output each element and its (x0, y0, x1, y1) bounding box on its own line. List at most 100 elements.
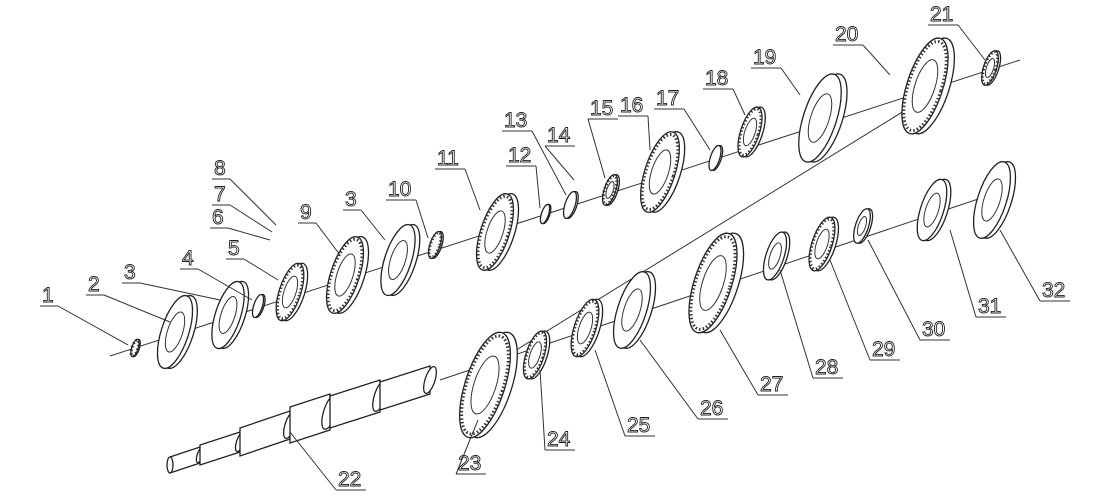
part-number-label: 4 (182, 247, 194, 270)
callout-16: 15 (587, 97, 618, 179)
callout-32: 31 (949, 229, 1006, 318)
part-number-label: 21 (930, 3, 953, 26)
gear-part (808, 216, 840, 272)
leader-line (227, 227, 271, 241)
ring-part (156, 294, 198, 370)
callout-14: 13 (502, 109, 567, 196)
gear-part (275, 262, 309, 322)
leader-line (360, 209, 386, 241)
callout-31: 30 (867, 239, 950, 341)
callout-22: 21 (928, 3, 986, 61)
callout-3: 3 (122, 261, 221, 301)
part-number-label: 29 (872, 338, 895, 361)
part-number-label: 2 (88, 273, 100, 296)
leader-line (103, 294, 171, 323)
leader-line (315, 222, 341, 256)
part-number-label: 30 (922, 318, 945, 341)
part-number-label: 26 (700, 397, 723, 420)
callout-4: 4 (180, 247, 253, 301)
ring-part (916, 178, 952, 242)
gear-part (639, 131, 686, 213)
leader-line (587, 118, 606, 179)
callout-10: 3 (343, 188, 386, 241)
leader-line (229, 178, 277, 226)
gear-part (427, 230, 444, 260)
leader-line (829, 259, 871, 361)
callout-25: 24 (539, 369, 575, 451)
part-number-label: 13 (504, 109, 527, 132)
callout-2: 2 (86, 273, 171, 323)
leader-line (535, 165, 541, 209)
callout-7: 7 (212, 183, 273, 233)
gear-part (570, 298, 604, 358)
callout-28: 27 (719, 329, 788, 396)
leader-line (999, 229, 1041, 302)
callout-12: 11 (435, 147, 481, 211)
leader-line (732, 88, 746, 116)
ring-part (612, 271, 657, 349)
leader-line (243, 258, 279, 281)
leader-line (229, 204, 273, 233)
leader-line (139, 282, 221, 301)
part-number-label: 23 (458, 452, 481, 475)
leader-line (57, 305, 129, 346)
part-number-label: 3 (345, 188, 357, 211)
ring-part (762, 231, 791, 281)
callout-19: 18 (703, 67, 746, 116)
ring-part (211, 280, 250, 350)
part-number-label: 10 (388, 178, 411, 201)
part-number-label: 22 (338, 468, 361, 491)
leader-line (949, 229, 977, 318)
callout-1: 1 (40, 284, 129, 346)
callout-29: 28 (779, 269, 843, 379)
part-number-label: 5 (228, 237, 240, 260)
callout-21: 20 (833, 23, 891, 76)
ring-part (853, 208, 874, 244)
part-number-label: 11 (437, 147, 459, 170)
part-number-label: 32 (1042, 279, 1065, 302)
leader-line (415, 199, 429, 239)
callout-27: 26 (639, 339, 728, 420)
callout-20: 19 (751, 46, 801, 96)
callout-23: 22 (289, 431, 366, 491)
gear-part (980, 50, 1002, 86)
part-number-label: 3 (124, 261, 136, 284)
leader-line (719, 329, 759, 396)
callout-8: 8 (212, 157, 277, 226)
callout-15: 14 (544, 124, 575, 181)
part-number-label: 1 (42, 284, 54, 307)
gear-part (475, 193, 520, 271)
part-number-label: 15 (590, 97, 613, 120)
part-number-label: 24 (547, 428, 571, 451)
callout-33: 32 (999, 229, 1070, 302)
callout-13: 12 (506, 144, 541, 209)
gear-part (325, 236, 370, 314)
ring-part (708, 144, 724, 172)
ring-part (562, 190, 579, 220)
callout-17: 16 (618, 94, 651, 151)
gear-part (522, 330, 551, 380)
part-number-label: 31 (978, 295, 1001, 318)
leader-line (197, 268, 253, 301)
part-number-label: 7 (214, 183, 226, 206)
ring-part (798, 73, 848, 163)
part-number-label: 17 (656, 87, 679, 110)
leader-line (464, 168, 481, 211)
part-number-label: 19 (753, 46, 776, 69)
leader-line (539, 369, 546, 451)
gear-part (129, 338, 141, 358)
gear-part (458, 331, 518, 439)
part-number-label: 20 (835, 23, 858, 46)
leader-line (531, 130, 567, 196)
part-number-label: 9 (300, 201, 312, 224)
callout-18: 17 (654, 87, 711, 151)
gear-part (601, 174, 621, 206)
part-number-label: 14 (547, 124, 571, 147)
callout-11: 10 (386, 178, 429, 239)
callout-26: 25 (594, 349, 655, 437)
ring-part (251, 293, 266, 319)
part-number-label: 16 (620, 94, 643, 117)
callout-9: 9 (298, 201, 341, 256)
